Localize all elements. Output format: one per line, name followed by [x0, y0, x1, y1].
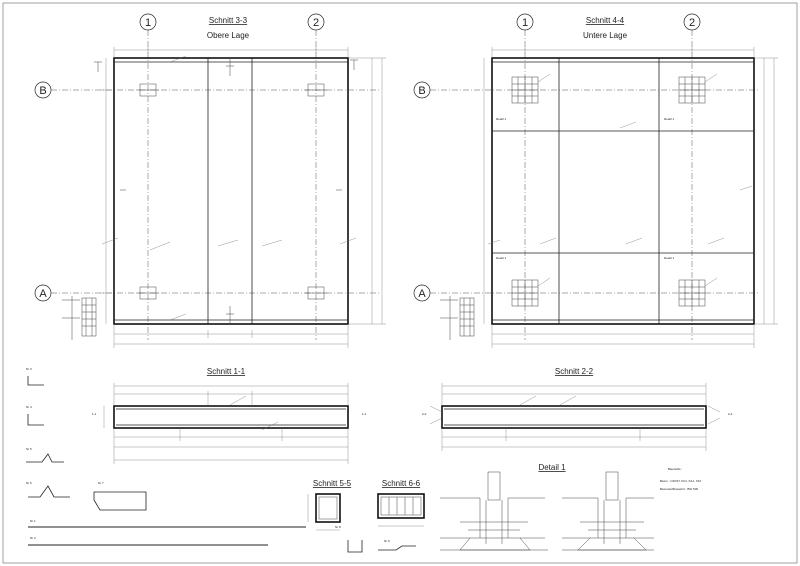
section-mark-left-2-2: 2-2	[422, 412, 427, 416]
plan-schnitt-4-4: Schnitt 4-4 Untere Lage 1 2 B A	[413, 13, 778, 348]
bar-label-8: Nr 8	[335, 525, 341, 529]
bar-label-6: Nr 6	[26, 481, 32, 485]
section-schnitt-2-2: Schnitt 2-2 2-2 2-2	[422, 367, 733, 451]
bar-label-7: Nr 7	[98, 481, 104, 485]
section-schnitt-6-6: Schnitt 6-6 Nr 9	[377, 479, 425, 551]
section-body-2-2	[441, 405, 707, 429]
section-mark-right-1-1: 1-1	[362, 412, 367, 416]
bar-label-5: Nr 5	[26, 447, 32, 451]
edge-detail-ladder-right	[440, 296, 475, 340]
edge-detail-ladder-left	[62, 296, 97, 340]
section-title-6-6: Schnitt 6-6	[382, 479, 421, 488]
column-cage-group	[511, 76, 706, 307]
bar-label-1: Nr 1	[30, 519, 36, 523]
section-body-1-1	[113, 405, 349, 429]
materials-heading: Baustoffe :	[668, 467, 682, 471]
materials-line-1: Beton : C30/37 XC4, XA1, XF1	[660, 479, 702, 483]
axis-label-2-right: 2	[689, 17, 695, 29]
detail-label-4-4-d: Detail 1	[664, 256, 675, 260]
section-mark-left-1-1: 1-1	[92, 412, 97, 416]
detail-label-4-4-c: Detail 1	[496, 256, 507, 260]
axis-label-A: A	[39, 288, 47, 300]
axis-label-A-right: A	[418, 288, 426, 300]
section-schnitt-1-1: Schnitt 1-1 1-1 1-1	[92, 367, 367, 464]
section-mark-right-2-2: 2-2	[728, 412, 733, 416]
axis-label-1: 1	[145, 17, 151, 29]
section-subtitle-4-4: Untere Lage	[583, 31, 628, 40]
section-schnitt-5-5: Schnitt 5-5 Nr 8	[307, 479, 363, 553]
axis-label-B-right: B	[418, 85, 425, 97]
bar-label-3: Nr 3	[26, 367, 32, 371]
axis-label-2: 2	[313, 17, 319, 29]
section-title-2-2: Schnitt 2-2	[555, 367, 594, 376]
bar-shape-schedule: Nr 3 Nr 4 Nr 5 Nr 6 Nr 7 Nr 1 Nr 2	[26, 367, 306, 546]
materials-line-2: Betonstahlbewehrt : BSt 500	[660, 487, 698, 491]
section-title-4-4: Schnitt 4-4	[586, 16, 625, 25]
detail-label-4-4-a: Detail 1	[496, 117, 507, 121]
detail-label-4-4-b: Detail 1	[664, 117, 675, 121]
slab-outline-3-3	[113, 57, 349, 325]
bar-label-4: Nr 4	[26, 405, 32, 409]
section-title-5-5: Schnitt 5-5	[313, 479, 352, 488]
axis-label-B: B	[39, 85, 46, 97]
slab-outline-4-4	[491, 57, 755, 325]
materials-note: Baustoffe : Beton : C30/37 XC4, XA1, XF1…	[660, 467, 702, 491]
bar-label-2: Nr 2	[30, 536, 36, 540]
section-subtitle-3-3: Obere Lage	[207, 31, 250, 40]
detail-1: Detail 1	[440, 463, 654, 551]
detail-1-title: Detail 1	[538, 463, 566, 472]
plan-schnitt-3-3: Schnitt 3-3 Obere Lage 1 2 B A	[34, 13, 386, 348]
bar-label-9: Nr 9	[384, 539, 390, 543]
axis-label-1-right: 1	[522, 17, 528, 29]
section-title-3-3: Schnitt 3-3	[209, 16, 248, 25]
section-title-1-1: Schnitt 1-1	[207, 367, 246, 376]
